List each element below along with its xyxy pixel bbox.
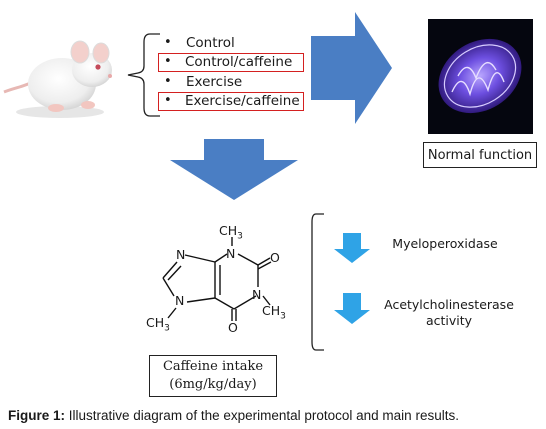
methyl-n7: CH3 — [146, 315, 170, 334]
atom-n3: N — [252, 287, 262, 302]
rat-image — [3, 40, 112, 118]
result-myeloperoxidase: Myeloperoxidase — [392, 236, 498, 251]
group-brace — [127, 33, 160, 117]
methyl-n1: CH3 — [219, 223, 243, 242]
normal-function-box: Normal function — [423, 142, 537, 168]
result-acetylcholinesterase: Acetylcholinesterase activity — [384, 297, 514, 328]
atom-n7: N — [175, 293, 185, 308]
mitochondrion-image — [428, 19, 533, 134]
caffeine-intake-box: Caffeine intake (6mg/kg/day) — [149, 355, 277, 397]
figure-caption: Figure 1: Illustrative diagram of the ex… — [8, 408, 459, 423]
atom-o-right: O — [270, 250, 280, 265]
big-down-arrow — [170, 139, 298, 200]
group-control-caffeine: • Control/caffeine — [158, 53, 304, 72]
caffeine-structure — [162, 237, 272, 321]
big-right-arrow — [311, 12, 392, 124]
decrease-arrow-acetylcholinesterase — [334, 293, 370, 324]
methyl-n3: CH3 — [262, 303, 286, 322]
atom-o-bottom: O — [228, 320, 238, 335]
results-bracket — [311, 213, 324, 351]
atom-n1: N — [226, 246, 236, 261]
decrease-arrow-myeloperoxidase — [334, 233, 370, 263]
group-exercise-caffeine: • Exercise/caffeine — [158, 92, 304, 111]
atom-n9: N — [176, 247, 186, 262]
